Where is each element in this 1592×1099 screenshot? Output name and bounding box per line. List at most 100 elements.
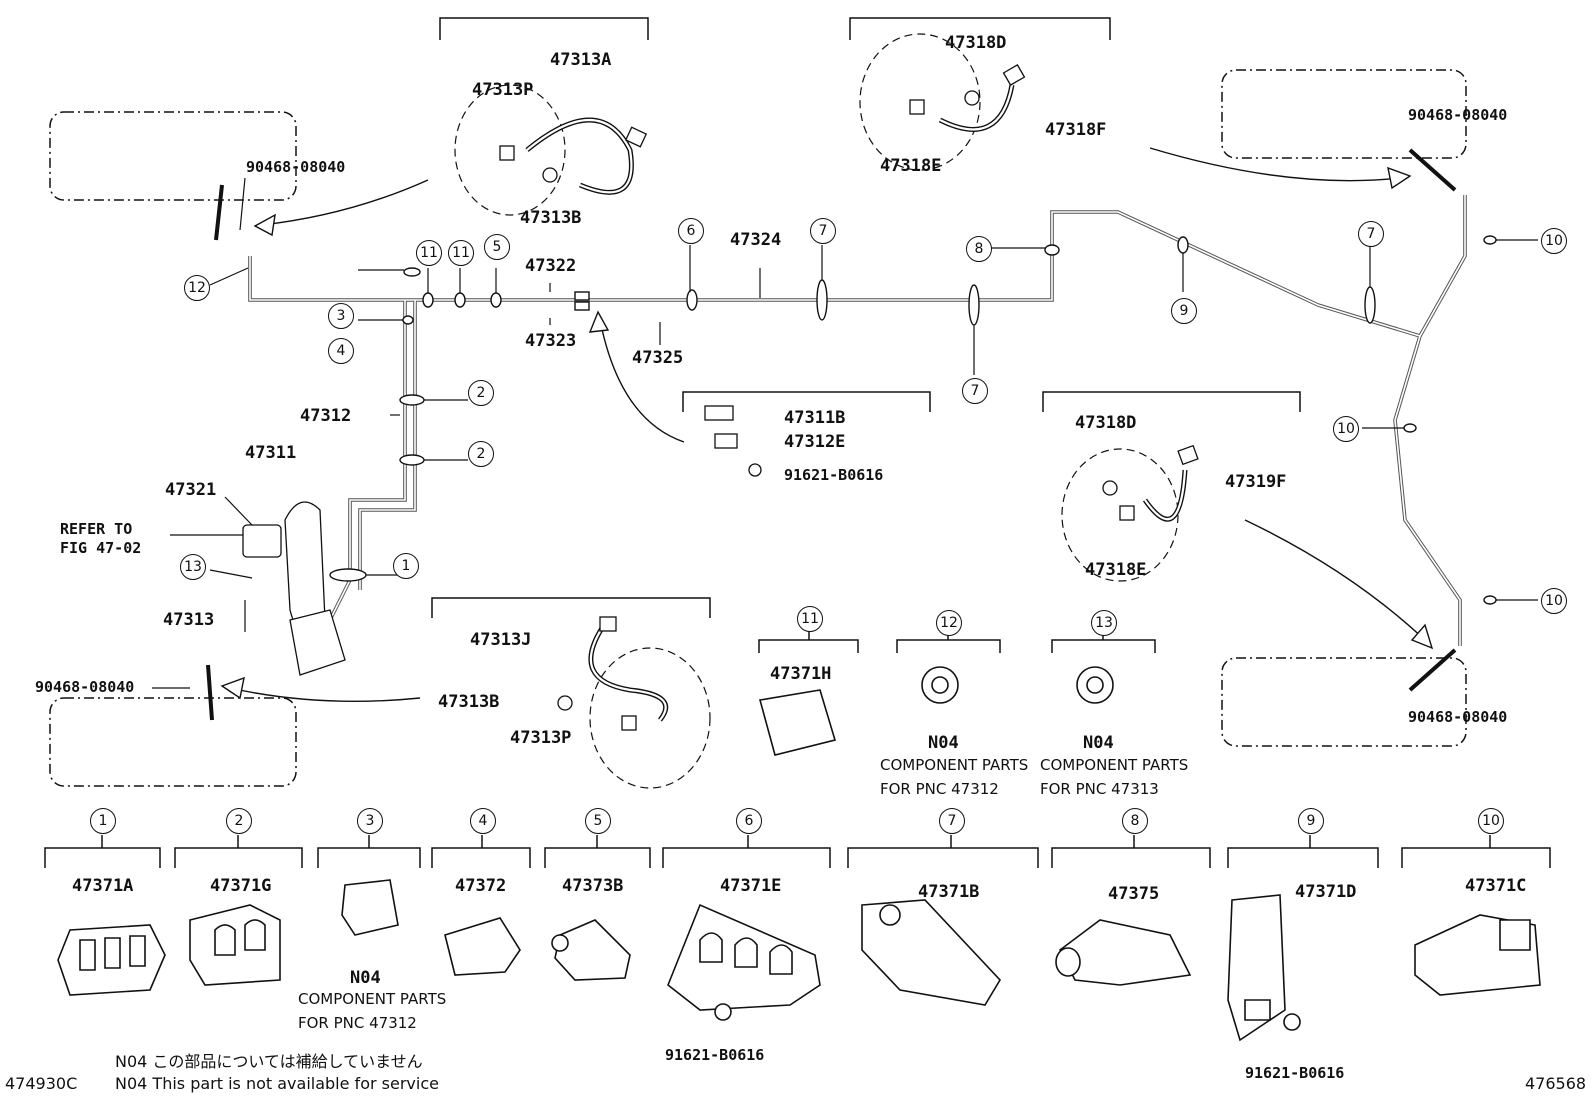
part-label-47313A: 47313A (550, 50, 612, 70)
bracket-11 (758, 639, 859, 653)
part-label-47371H: 47371H (770, 664, 832, 684)
callout-7: 7 (962, 378, 988, 404)
part-label-47318E: 47318E (880, 156, 942, 176)
component-note-line1: COMPONENT PARTS (880, 756, 1029, 774)
callout-7: 7 (1358, 221, 1384, 247)
part-label-47313: 47313 (163, 610, 215, 630)
callout-9: 9 (1298, 808, 1324, 834)
illustration-code: 476568 (1525, 1074, 1587, 1093)
part-label-47322: 47322 (525, 256, 577, 276)
callout-10: 10 (1541, 228, 1567, 254)
part-label-90468-08040: 90468-08040 (246, 158, 346, 176)
bracket-mid (682, 391, 931, 412)
part-label-91621-B0616: 91621-B0616 (1245, 1064, 1345, 1082)
callout-10: 10 (1333, 416, 1359, 442)
callout-7: 7 (939, 808, 965, 834)
part-label-47313P: 47313P (510, 728, 572, 748)
part-label-47318D: 47318D (945, 33, 1007, 53)
part-label-47372: 47372 (455, 876, 507, 896)
footnote-japanese: N04 この部品については補給していません (115, 1052, 423, 1071)
component-note-line1: COMPONENT PARTS (298, 990, 447, 1008)
callout-12: 12 (936, 610, 962, 636)
figure-code: 474930C (5, 1074, 78, 1093)
callout-13: 13 (1091, 610, 1117, 636)
callout-6: 6 (678, 218, 704, 244)
part-label-90468-08040: 90468-08040 (1408, 708, 1508, 726)
wheel-outline-rear-left (49, 697, 297, 787)
n04-mark: N04 (350, 968, 381, 988)
callout-11: 11 (416, 240, 442, 266)
part-label-47325: 47325 (632, 348, 684, 368)
callout-8: 8 (966, 236, 992, 262)
callout-2: 2 (468, 380, 494, 406)
part-label-47313P: 47313P (472, 80, 534, 100)
n04-mark: N04 (928, 733, 959, 753)
callout-5: 5 (484, 234, 510, 260)
callout-5: 5 (585, 808, 611, 834)
footnote-english: N04 This part is not available for servi… (115, 1074, 439, 1093)
component-note-line2: FOR PNC 47312 (880, 780, 999, 798)
component-note-line1: COMPONENT PARTS (1040, 756, 1189, 774)
part-label-47323: 47323 (525, 331, 577, 351)
callout-6: 6 (736, 808, 762, 834)
callout-7: 7 (810, 218, 836, 244)
part-label-47371G: 47371G (210, 876, 272, 896)
bracket-right-mid (1042, 391, 1301, 412)
callout-13: 13 (180, 554, 206, 580)
wheel-outline-rear-right (1221, 657, 1467, 747)
part-label-47373B: 47373B (562, 876, 624, 896)
part-label-47321: 47321 (165, 480, 217, 500)
part-label-47311: 47311 (245, 443, 297, 463)
bracket-top-right (849, 17, 1111, 40)
callout-3: 3 (328, 303, 354, 329)
callout-9: 9 (1171, 298, 1197, 324)
part-label-47311B: 47311B (784, 408, 846, 428)
refer-text-line1: REFER TO (60, 520, 133, 538)
part-label-47371B: 47371B (918, 882, 980, 902)
part-label-47318D: 47318D (1075, 413, 1137, 433)
callout-2: 2 (468, 441, 494, 467)
bracket-12 (896, 639, 1001, 653)
callout-8: 8 (1122, 808, 1148, 834)
part-label-47375: 47375 (1108, 884, 1160, 904)
callout-2: 2 (226, 808, 252, 834)
n04-mark: N04 (1083, 733, 1114, 753)
callout-4: 4 (470, 808, 496, 834)
refer-text-line2: FIG 47-02 (60, 539, 142, 557)
callout-10: 10 (1478, 808, 1504, 834)
callout-1: 1 (393, 553, 419, 579)
callout-11: 11 (797, 606, 823, 632)
callout-10: 10 (1541, 588, 1567, 614)
part-label-91621-B0616: 91621-B0616 (784, 466, 884, 484)
part-label-47318E: 47318E (1085, 560, 1147, 580)
part-label-47313B: 47313B (438, 692, 500, 712)
part-label-47371C: 47371C (1465, 876, 1527, 896)
part-label-47371E: 47371E (720, 876, 782, 896)
part-label-91621-B0616: 91621-B0616 (665, 1046, 765, 1064)
callout-4: 4 (328, 338, 354, 364)
component-note-line2: FOR PNC 47313 (1040, 780, 1159, 798)
part-label-47313B: 47313B (520, 208, 582, 228)
component-note-line2: FOR PNC 47312 (298, 1014, 417, 1032)
callout-11: 11 (448, 240, 474, 266)
callout-3: 3 (357, 808, 383, 834)
part-label-90468-08040: 90468-08040 (35, 678, 135, 696)
part-label-47319F: 47319F (1225, 472, 1287, 492)
wheel-outline-front-left (49, 111, 297, 201)
part-label-90468-08040: 90468-08040 (1408, 106, 1508, 124)
part-label-47312E: 47312E (784, 432, 846, 452)
bracket-bottom-left (431, 597, 711, 618)
part-label-47313J: 47313J (470, 630, 532, 650)
part-label-47324: 47324 (730, 230, 782, 250)
callout-1: 1 (90, 808, 116, 834)
part-label-47371D: 47371D (1295, 882, 1357, 902)
part-label-47318F: 47318F (1045, 120, 1107, 140)
wheel-outline-front-right (1221, 69, 1467, 159)
part-label-47371A: 47371A (72, 876, 134, 896)
bracket-top-left (439, 17, 649, 40)
callout-12: 12 (184, 275, 210, 301)
part-label-47312: 47312 (300, 406, 352, 426)
bracket-13 (1051, 639, 1156, 653)
